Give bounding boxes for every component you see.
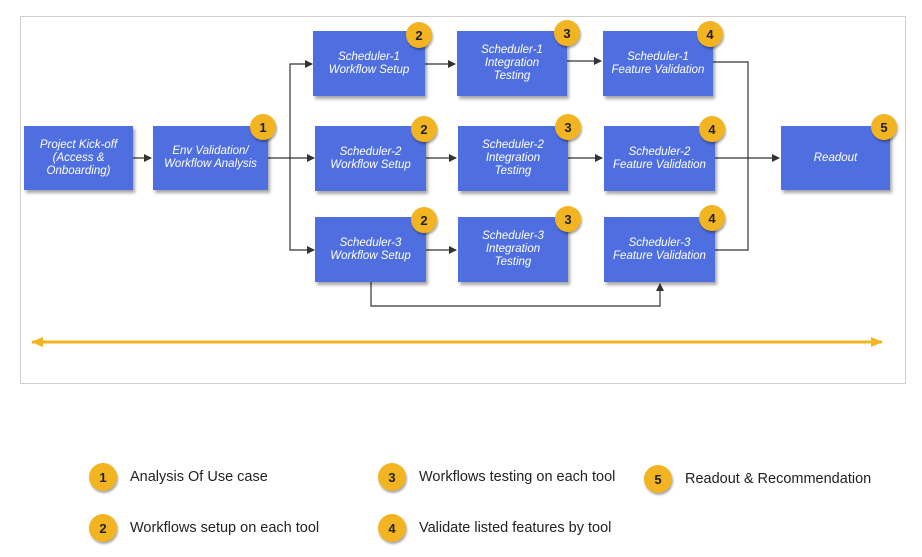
- badge-s2-setup: 2: [411, 116, 437, 142]
- node-scheduler1-setup: Scheduler-1 Workflow Setup: [313, 31, 425, 96]
- node-scheduler2-setup: Scheduler-2 Workflow Setup: [315, 126, 426, 191]
- legend-badge-2: 2: [89, 514, 117, 542]
- edge-branch-s3: [289, 158, 315, 254]
- badge-readout: 5: [871, 114, 897, 140]
- node-scheduler3-feature: Scheduler-3 Feature Validation: [604, 217, 715, 282]
- node-scheduler2-testing: Scheduler-2 Integration Testing: [458, 126, 568, 191]
- badge-env: 1: [250, 114, 276, 140]
- badge-s3-feat: 4: [699, 205, 725, 231]
- legend-text-5: Readout & Recommendation: [685, 471, 872, 487]
- node-scheduler3-testing: Scheduler-3 Integration Testing: [458, 217, 568, 282]
- legend-item-4: 4 Validate listed features by tool: [378, 514, 611, 542]
- node-scheduler1-feature: Scheduler-1 Feature Validation: [603, 31, 713, 96]
- legend-text-2: Workflows setup on each tool: [130, 520, 320, 536]
- badge-s2-test: 3: [555, 114, 581, 140]
- node-env-validation: Env Validation/ Workflow Analysis: [153, 126, 268, 190]
- node-readout: Readout: [781, 126, 890, 190]
- badge-s2-feat: 4: [699, 116, 725, 142]
- node-scheduler2-feature: Scheduler-2 Feature Validation: [604, 126, 715, 191]
- badge-s3-setup: 2: [411, 207, 437, 233]
- legend-text-4: Validate listed features by tool: [419, 520, 612, 536]
- legend-badge-4: 4: [378, 514, 406, 542]
- edge-branch-s1: [289, 60, 313, 158]
- badge-s1-feat: 4: [697, 21, 723, 47]
- legend-item-1: 1 Analysis Of Use case: [89, 463, 268, 491]
- node-scheduler1-testing: Scheduler-1 Integration Testing: [457, 31, 567, 96]
- legend-text-3: Workflows testing on each tool: [419, 469, 616, 485]
- legend-text-1: Analysis Of Use case: [130, 469, 268, 485]
- badge-s3-test: 3: [555, 206, 581, 232]
- edge-s1-feat-merge: [713, 61, 749, 158]
- edge-s3-feat-merge: [715, 158, 749, 251]
- edge-s3-setup-feat: [370, 282, 664, 307]
- legend-item-5: 5 Readout & Recommendation: [644, 465, 871, 493]
- legend-badge-3: 3: [378, 463, 406, 491]
- legend-badge-5: 5: [644, 465, 672, 493]
- badge-s1-setup: 2: [406, 22, 432, 48]
- node-project-kickoff: Project Kick-off (Access & Onboarding): [24, 126, 133, 190]
- node-scheduler3-setup: Scheduler-3 Workflow Setup: [315, 217, 426, 282]
- legend-badge-1: 1: [89, 463, 117, 491]
- legend-item-3: 3 Workflows testing on each tool: [378, 463, 615, 491]
- badge-s1-test: 3: [554, 20, 580, 46]
- legend-item-2: 2 Workflows setup on each tool: [89, 514, 319, 542]
